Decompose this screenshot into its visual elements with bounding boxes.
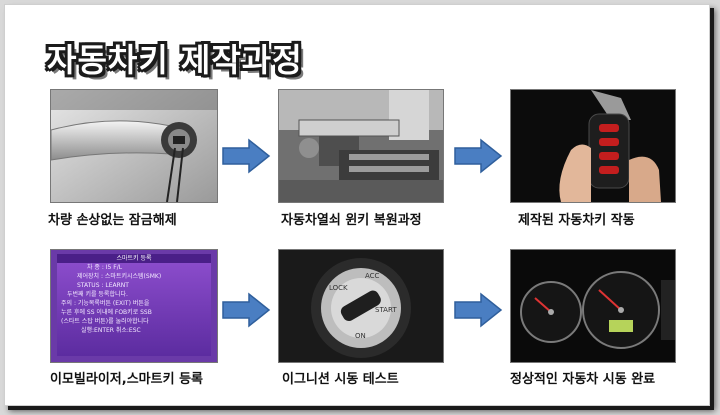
ignition-label: LOCK [329, 284, 348, 292]
slide-frame: 자동차키 제작과정 차량 손상없는 잠금해제 [4, 4, 710, 406]
door-lock-image [51, 90, 217, 202]
step-2-photo [278, 89, 444, 203]
scanner-header: 스마트키 등록 [57, 254, 211, 263]
smart-key-image [511, 90, 675, 202]
scanner-line: (스타트 스탑 버튼)를 눌러야합니다 [61, 318, 149, 325]
ignition-label: ACC [365, 272, 380, 280]
step-5-caption: 이그니션 시동 테스트 [282, 372, 399, 387]
step-6-caption: 정상적인 자동차 시동 완료 [510, 372, 656, 387]
scanner-line: 주의 : 기능목록버튼 (EXIT) 버튼을 [61, 300, 150, 307]
scanner-line: 차 종 : I5 F/L [87, 264, 123, 271]
scanner-screen: 스마트키 등록 차 종 : I5 F/L 제어장치 : 스마트키시스템(SMK)… [57, 254, 211, 356]
ignition-label: ON [355, 332, 366, 340]
scanner-line: 누른 후에 SS 이내에 FOB키로 SSB [61, 309, 152, 316]
step-2-caption: 자동차열쇠 윈키 복원과정 [281, 213, 422, 228]
step-4-photo: 스마트키 등록 차 종 : I5 F/L 제어장치 : 스마트키시스템(SMK)… [50, 249, 218, 363]
scanner-line: STATUS : LEARNT [77, 282, 129, 289]
step-3-photo [510, 89, 676, 203]
ignition-label: START [375, 306, 397, 314]
arrow-right-icon [222, 138, 271, 174]
scanner-line: 제어장치 : 스마트키시스템(SMK) [77, 273, 162, 280]
step-3-caption: 제작된 자동차키 작동 [518, 213, 635, 228]
step-4-caption: 이모빌라이저,스마트키 등록 [50, 372, 203, 387]
step-6-photo [510, 249, 676, 363]
ignition-image: LOCK ACC START ON [279, 250, 443, 362]
step-1-photo [50, 89, 218, 203]
arrow-right-icon [454, 292, 503, 328]
arrow-right-icon [222, 292, 271, 328]
arrow-right-icon [454, 138, 503, 174]
dashboard-image [511, 250, 675, 362]
page-title: 자동차키 제작과정 [47, 41, 303, 79]
scanner-line: 두번째 키를 등록합니다. [67, 291, 128, 298]
step-1-caption: 차량 손상없는 잠금해제 [48, 213, 177, 228]
scanner-line: 실행:ENTER 취소:ESC [81, 327, 141, 334]
key-cutting-image [279, 90, 443, 202]
step-5-photo: LOCK ACC START ON [278, 249, 444, 363]
